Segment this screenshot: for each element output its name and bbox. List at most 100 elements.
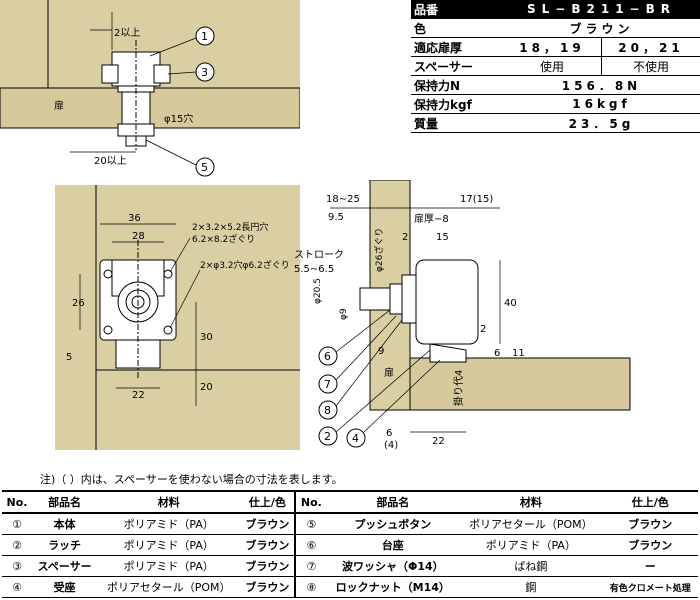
part-material: ポリアミド（PA）: [97, 534, 241, 556]
parts-header-material-2: 材料: [459, 490, 603, 514]
spec-door-b: 20，21: [600, 37, 700, 57]
part-name-2: 台座: [326, 534, 460, 556]
side-dim-11: 11: [512, 348, 525, 359]
parts-row: ④ 受座 ポリアセタール（POM） ブラウン ⑧ ロックナット（M14） 鋼 有…: [2, 576, 698, 598]
side-door: [409, 357, 631, 411]
parts-row: ③ スペーサー ポリアミド（PA） ブラウン ⑦ 波ワッシャ（Φ14） ばね鋼 …: [2, 555, 698, 577]
side-dia-9: φ9: [339, 308, 349, 320]
parts-header-finish: 仕上/色: [240, 490, 297, 514]
parts-header-name: 部品名: [32, 490, 98, 514]
side-dim-40: 40: [504, 298, 517, 309]
callout-1: [195, 26, 215, 46]
callout-1-text: 1: [201, 30, 208, 43]
parts-header-no-2: No.: [295, 490, 327, 514]
parts-header-finish-2: 仕上/色: [602, 490, 698, 514]
callout-8: [318, 400, 338, 420]
callout-3-text: 3: [201, 66, 208, 79]
callout-7-text: 7: [324, 378, 331, 391]
front-dim-36: 36: [128, 213, 141, 224]
part-no: ①: [2, 513, 32, 535]
parts-row: ② ラッチ ポリアミド（PA） ブラウン ⑥ 台座 ポリアミド（PA） ブラウン: [2, 534, 698, 556]
spec-row-color: 色 ブラウン: [411, 18, 700, 38]
part-material-2: ポリアセタール（POM）: [459, 513, 603, 535]
spec-force-kgf-label: 保持力kgf: [411, 94, 503, 114]
spec-force-n-label: 保持力N: [411, 75, 503, 95]
side-dim-2: 2: [402, 232, 408, 243]
parts-table: No. 部品名 材料 仕上/色 No. 部品名 材料 仕上/色 ① 本体 ポリア…: [2, 490, 698, 598]
side-dim-6: 6: [494, 348, 500, 359]
part-name: ラッチ: [32, 534, 98, 556]
part-finish-2: ー: [602, 555, 698, 577]
part-finish: ブラウン: [240, 534, 297, 556]
spec-color-label: 色: [411, 18, 503, 38]
side-dim-15: 15: [436, 232, 449, 243]
spec-spacer-label: スペーサー: [411, 56, 503, 76]
side-dim-9-5: 9.5: [328, 212, 344, 223]
callout-3: [195, 62, 215, 82]
side-dim-22: 22: [432, 436, 445, 447]
top-dim-20: 20以上: [94, 155, 127, 167]
callout-7: [318, 374, 338, 394]
parts-header-name-2: 部品名: [326, 490, 460, 514]
front-dim-22: 22: [132, 390, 145, 401]
side-push-button: [359, 287, 391, 311]
parts-row: ① 本体 ポリアミド（PA） ブラウン ⑤ プッシュボタン ポリアセタール（PO…: [2, 513, 698, 535]
dimension-note: 注)（ ）内は、スペーサーを使わない場合の寸法を表します。: [40, 473, 343, 486]
front-dim-5: 5: [66, 352, 72, 363]
part-material-2: ポリアミド（PA）: [459, 534, 603, 556]
spec-force-kgf-value: 16kgf: [503, 94, 700, 114]
part-finish-2: ブラウン: [602, 534, 698, 556]
callout-4: [346, 428, 366, 448]
front-slot-note-2: 6.2×8.2ざぐり: [192, 233, 255, 245]
part-no-2: ⑦: [295, 555, 327, 577]
parts-header-no: No.: [2, 490, 32, 514]
part-material-2: 鋼: [459, 576, 603, 598]
part-name: 受座: [32, 576, 98, 598]
spec-spacer-b: 不使用: [600, 56, 700, 76]
side-door-label: 扉: [384, 366, 394, 379]
side-latch-body: [415, 259, 479, 345]
front-dim-20: 20: [200, 382, 213, 393]
side-dim-18-25: 18∼25: [326, 194, 360, 205]
callout-6: [318, 346, 338, 366]
callout-2: [318, 426, 338, 446]
side-counterbore: φ26ざぐり: [373, 228, 385, 272]
part-material: ポリアミド（PA）: [97, 555, 241, 577]
top-dim-2: 2以上: [114, 27, 140, 39]
part-material: ポリアセタール（POM）: [97, 576, 241, 598]
part-name: スペーサー: [32, 555, 98, 577]
side-stroke-label: ストローク: [294, 249, 344, 261]
spec-row-model: 品番 SL−B211−BR: [411, 0, 700, 19]
spec-mass-value: 23．5g: [503, 113, 700, 133]
spec-row-spacer: スペーサー 使用 不使用: [411, 56, 700, 76]
spec-table: 品番 SL−B211−BR 色 ブラウン 適応扉厚 18，19 20，21 スペ…: [411, 0, 700, 133]
part-no-2: ⑧: [295, 576, 327, 598]
side-stroke-range: 5.5∼6.5: [294, 264, 334, 275]
side-dim-2b: 2: [480, 324, 486, 335]
part-name: 本体: [32, 513, 98, 535]
front-hole-note: 2×φ3.2穴φ6.2ざぐり: [200, 259, 290, 271]
callout-6-text: 6: [324, 350, 331, 363]
callout-5: [195, 157, 215, 177]
spec-row-mass: 質量 23．5g: [411, 113, 700, 133]
front-view-drawing: 36 28 26 5 30 20 22 2×3.2×5.2長円穴 6.2×8.2…: [55, 185, 300, 450]
top-hole-label: φ15穴: [164, 112, 193, 125]
part-no-2: ⑥: [295, 534, 327, 556]
part-finish: ブラウン: [240, 555, 297, 577]
part-no: ②: [2, 534, 32, 556]
part-finish: ブラウン: [240, 513, 297, 535]
spec-model-value: SL−B211−BR: [503, 0, 700, 19]
part-no: ④: [2, 576, 32, 598]
part-finish-2: 有色クロメート処理: [602, 576, 698, 598]
front-dim-26: 26: [72, 298, 85, 309]
spec-spacer-a: 使用: [503, 56, 602, 76]
side-view-drawing: 18∼25 17(15) 9.5 扉厚−8 2 15 ストローク 5.5∼6.5…: [294, 180, 631, 451]
front-dim-30: 30: [200, 332, 213, 343]
side-dim-17: 17(15): [460, 194, 493, 205]
spec-model-label: 品番: [411, 0, 503, 19]
spec-color-value: ブラウン: [503, 18, 700, 38]
part-no: ③: [2, 555, 32, 577]
spec-row-door: 適応扉厚 18，19 20，21: [411, 37, 700, 57]
parts-header-material: 材料: [97, 490, 241, 514]
spec-mass-label: 質量: [411, 113, 503, 133]
